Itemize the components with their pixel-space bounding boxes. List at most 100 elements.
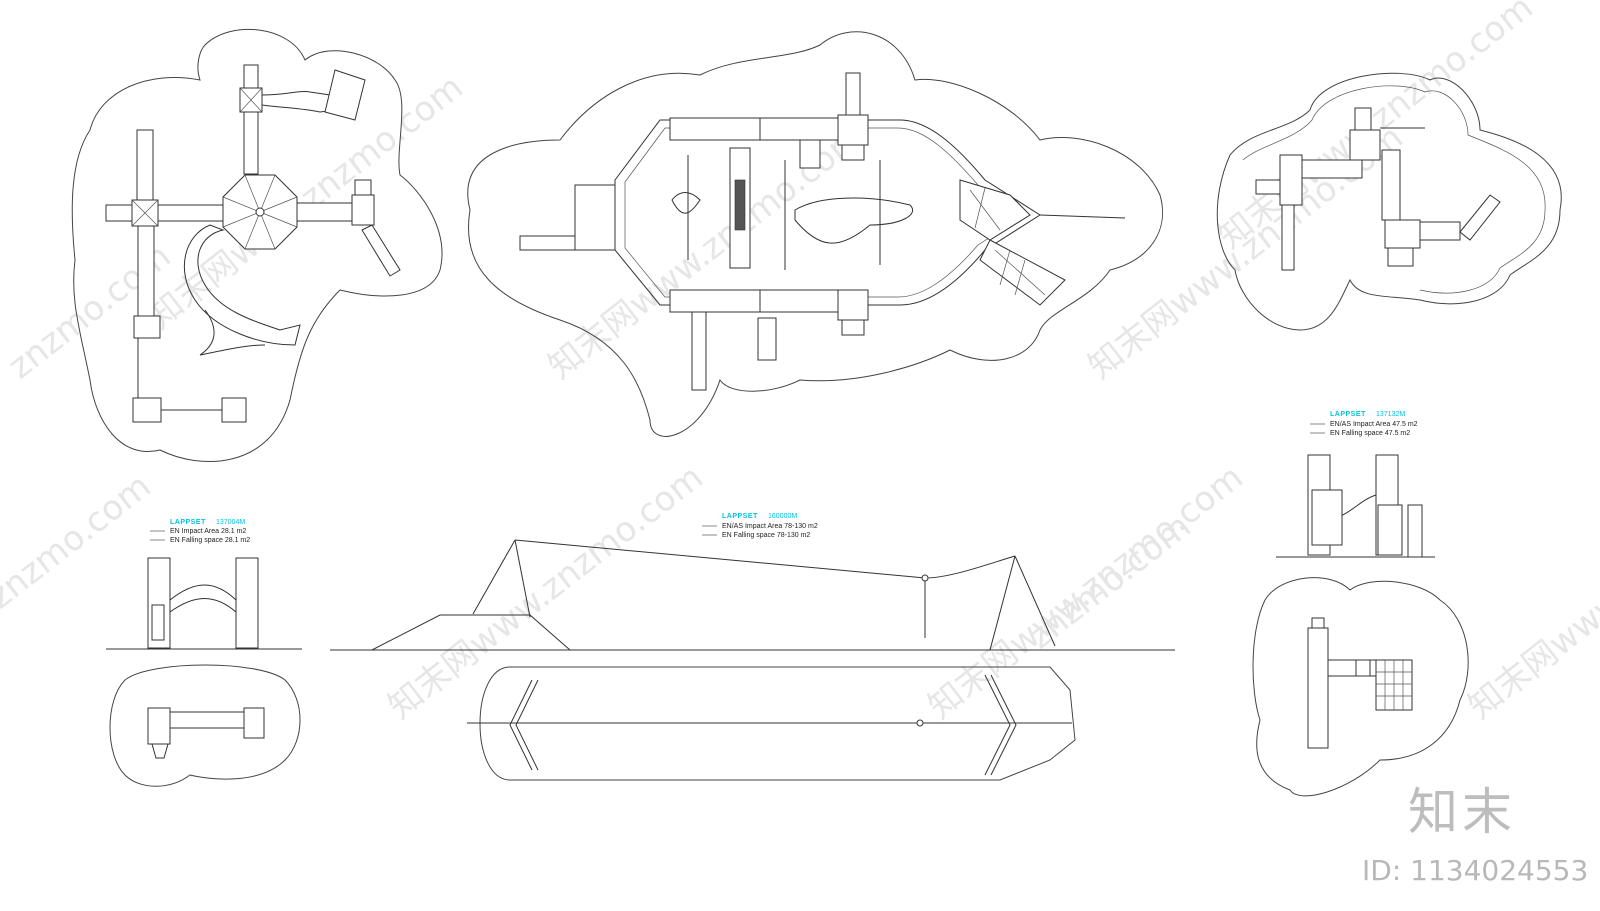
deck-panel	[759, 289, 841, 313]
brand-logo: 知末	[1408, 783, 1516, 841]
zip-trolley	[916, 719, 924, 727]
start-mast	[514, 539, 531, 618]
end-frame	[990, 674, 1017, 776]
side-post	[1407, 504, 1423, 558]
bridge	[1419, 221, 1461, 241]
end-frame	[984, 674, 1011, 776]
slide-exit	[324, 69, 366, 121]
post-frame	[221, 397, 247, 423]
falling-space-label: EN Falling space 47.5 m2	[1330, 430, 1410, 437]
bridge	[167, 711, 249, 729]
safety-zone-outline	[1252, 577, 1469, 797]
tube-slide	[261, 91, 336, 113]
ladder	[354, 179, 372, 196]
start-brace	[472, 539, 516, 615]
deck-panel	[759, 117, 841, 141]
bridge	[105, 204, 133, 222]
plan-pirate-ship	[467, 31, 1164, 437]
ladder	[1255, 179, 1281, 195]
safety-zone-outline	[467, 31, 1164, 437]
post-frame	[132, 397, 162, 423]
watermark-text: znzmo.com	[0, 466, 158, 617]
elevation-tower-set: LAPPSET 137132M EN/AS Impact Area 47.5 m…	[1276, 411, 1435, 558]
climbing-frame	[1377, 504, 1403, 556]
safety-zone-outline	[109, 664, 301, 787]
platform	[243, 707, 265, 739]
deck-net	[734, 179, 746, 231]
bow-net	[979, 239, 1066, 306]
slide	[361, 224, 401, 277]
net-grid	[1376, 660, 1412, 710]
tower	[1279, 154, 1303, 206]
sail-shape	[671, 192, 701, 214]
octagon-spokes	[222, 174, 298, 250]
image-id: ID: 1134024553	[1362, 854, 1589, 887]
zip-cable-sag	[924, 555, 1016, 579]
side-panel	[151, 604, 165, 641]
ladder	[757, 317, 777, 361]
arch-bridge-lower	[169, 598, 237, 613]
watermark-text: znzmo.com	[1021, 506, 1199, 657]
end-mast	[989, 555, 1016, 651]
bridge	[296, 202, 353, 222]
slide	[136, 129, 154, 201]
plan-tower-set-top	[1216, 72, 1562, 331]
product-code: 160000M	[768, 513, 797, 520]
stern-ladder	[519, 235, 576, 251]
impact-area-label: EN/AS Impact Area 47.5 m2	[1330, 421, 1418, 428]
ladder	[1387, 247, 1414, 267]
bridge	[157, 204, 224, 222]
hub-center	[255, 207, 265, 217]
mast-ladder	[845, 72, 861, 116]
ladder	[243, 64, 259, 89]
center-deck-shape	[794, 197, 913, 244]
start-frame	[509, 679, 533, 771]
roof-cap	[1311, 617, 1325, 629]
net-grid	[969, 187, 1046, 296]
watermark-text: 知末网www.znzmo.com	[141, 67, 471, 337]
product-code: 137132M	[1376, 411, 1405, 418]
elevation-zipline: LAPPSET 160000M EN/AS Impact Area 78-130…	[330, 513, 1175, 651]
brand-label: LAPPSET	[170, 519, 206, 526]
platform	[1349, 129, 1381, 161]
start-mound	[371, 614, 571, 651]
tower-platform	[837, 114, 869, 146]
watermark-text: 知末网www.znzmo.com	[1461, 457, 1600, 727]
plan-arch-bridge	[109, 664, 301, 787]
stern-platform	[574, 184, 616, 251]
bridge	[1301, 159, 1363, 179]
falling-space-label: EN Falling space 78-130 m2	[722, 532, 810, 539]
plan-tower-set-bottom	[1252, 577, 1469, 797]
bowsprit	[1039, 214, 1126, 219]
bridge	[1381, 149, 1401, 221]
tower-post	[235, 557, 259, 649]
plan-tower-complex	[71, 28, 443, 462]
safety-zone-outline	[1216, 72, 1562, 331]
slide	[1281, 204, 1295, 271]
tower	[1307, 627, 1329, 749]
safety-zone-outline	[479, 666, 1076, 781]
slide-exit-fan	[199, 309, 266, 356]
zip-trolley	[921, 574, 929, 582]
slide	[691, 311, 707, 391]
deck-panel	[669, 289, 761, 313]
ladder	[1355, 659, 1371, 677]
ladder	[841, 144, 865, 161]
tower-platform	[837, 289, 869, 321]
elevation-arch-bridge: LAPPSET 137004M EN Impact Area 28.1 m2 E…	[106, 519, 302, 650]
climbing-frame	[1311, 489, 1343, 546]
end-brace	[1014, 555, 1056, 647]
bell	[151, 743, 169, 759]
deck-panel	[669, 117, 761, 141]
ship-hull	[614, 119, 1041, 306]
ladder	[799, 139, 821, 169]
safety-zone-inner	[1242, 85, 1546, 294]
start-frame	[515, 679, 539, 771]
product-code: 137004M	[216, 519, 245, 526]
zip-cable	[514, 539, 926, 579]
watermark-text: 知末网www.znzmo.com	[381, 457, 711, 727]
platform	[147, 707, 171, 745]
impact-area-label: EN/AS Impact Area 78-130 m2	[722, 523, 818, 530]
brand-label: LAPPSET	[722, 513, 758, 520]
